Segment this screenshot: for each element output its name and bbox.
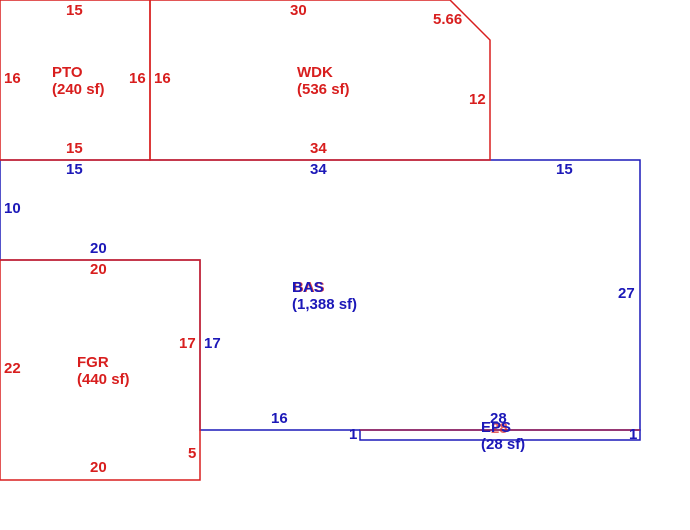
dim-eps-right: 1 <box>629 426 638 443</box>
dim-wdk-right: 12 <box>469 91 486 108</box>
dim-bas-top-right: 15 <box>556 161 573 178</box>
bas-name-shadow: BAS <box>293 279 325 296</box>
dim-bas-top-left: 15 <box>66 161 83 178</box>
eps-size: (28 sf) <box>481 436 526 453</box>
pto-name: PTO <box>52 64 83 81</box>
dim-fgr-left: 22 <box>4 360 21 377</box>
dim-fgr-lower-right: 5 <box>188 445 197 462</box>
dim-bas-right: 27 <box>618 285 635 302</box>
dim-bas-bottom: 16 <box>271 410 288 427</box>
bas-name: BAS <box>292 279 324 296</box>
wdk-size: (536 sf) <box>297 81 350 98</box>
bas-size: (1,388 sf) <box>292 296 358 313</box>
dim-wdk-bottom: 34 <box>310 140 327 157</box>
dim-wdk-left: 16 <box>154 70 171 87</box>
dim-pto-top: 15 <box>66 2 83 19</box>
dim-pto-bottom: 15 <box>66 140 83 157</box>
fgr-outline <box>0 259 201 481</box>
dim-eps-left: 1 <box>349 426 358 443</box>
pto-size: (240 sf) <box>52 81 105 98</box>
dim-bas-top-mid: 34 <box>310 161 327 178</box>
dim-bas-inner-vertical: 17 <box>204 335 221 352</box>
dim-fgr-bottom: 20 <box>90 459 107 476</box>
dim-pto-right: 16 <box>129 70 146 87</box>
dim-fgr-top: 20 <box>90 261 107 278</box>
dim-fgr-right: 17 <box>179 335 196 352</box>
dim-eps-bottom: 28 <box>491 420 508 437</box>
fgr-name: FGR <box>77 354 109 371</box>
dim-eps-top: 28 <box>490 410 507 427</box>
dim-bas-left: 10 <box>4 200 21 217</box>
eps-name: EPS <box>481 419 512 436</box>
wdk-name: WDK <box>297 64 333 81</box>
dim-wdk-top: 30 <box>290 2 307 19</box>
dim-wdk-diagonal: 5.66 <box>433 11 463 28</box>
fgr-size: (440 sf) <box>77 371 130 388</box>
wdk-outline <box>149 0 491 161</box>
dim-pto-left: 16 <box>4 70 21 87</box>
dim-bas-step: 20 <box>90 240 107 257</box>
